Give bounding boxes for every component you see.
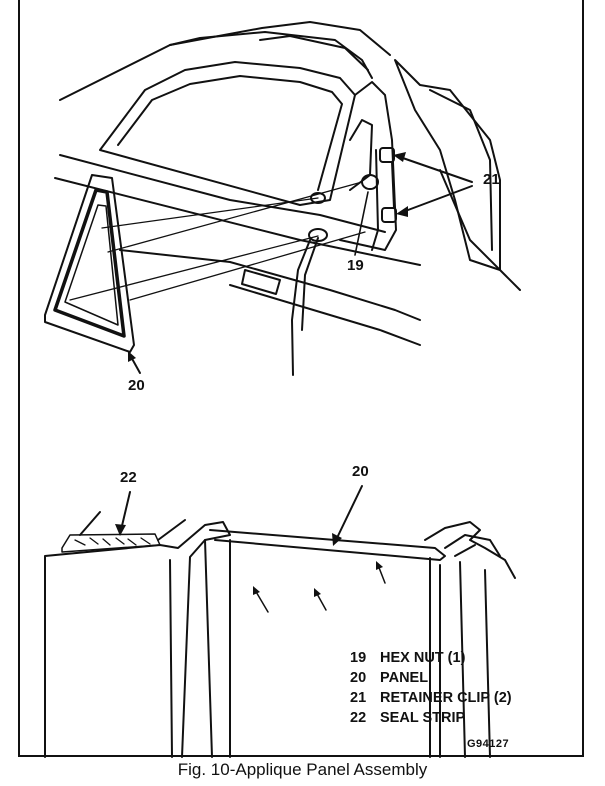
right-clip-2 [444,534,501,557]
roof-inner [259,35,369,71]
wire [291,239,311,376]
leader-20-bottom [335,485,363,541]
callout-20-top: 20 [128,377,145,394]
pillar-section [44,521,231,758]
quarter-window-inner [429,89,493,251]
right-body [439,561,491,758]
callout-22: 22 [120,469,137,486]
applique-panel-section [209,529,446,561]
parts-legend: 19 HEX NUT (1) 20 PANEL 21 RETAINER CLIP (2… [350,648,512,728]
clip-bracket [371,149,395,251]
mount-hole-lower [308,228,328,242]
legend-num: 22 [350,710,367,726]
legend-num: 20 [350,670,367,686]
legend-label: RETAINER CLIP (2) [380,690,512,706]
wire-2 [301,237,319,331]
panel-seal-inner [64,204,119,326]
sill-line [119,249,421,321]
callout-20-bottom: 20 [352,463,369,480]
glass-hatch-heads [253,561,383,597]
legend-num: 21 [350,690,367,706]
panel-seal [53,188,126,338]
callout-19: 19 [347,257,364,274]
door-handle [241,269,281,295]
pillar-face [169,539,213,758]
leader-heads-bottom [115,524,342,546]
legend-label: PANEL [380,670,429,686]
legend-row: 22 SEAL STRIP [350,708,512,728]
legend-row: 19 HEX NUT (1) [350,648,512,668]
rear-contour [439,169,521,291]
seal-strip-texture [74,537,151,546]
pillar-outer [339,81,397,251]
retainer-clip-lower [381,207,397,223]
roof-rail [169,31,373,79]
drawing-code: G94127 [467,738,510,750]
alignment-lines [69,181,366,301]
legend-row: 20 PANEL [350,668,512,688]
seal-lip [79,511,186,541]
belt-line [59,154,386,233]
mount-hole-upper [310,192,326,204]
legend-label: HEX NUT (1) [380,650,466,666]
callout-21: 21 [483,171,500,188]
window-inner [117,75,343,191]
arrow-heads [128,152,408,362]
applique-panel [44,174,135,353]
figure-caption: Fig. 10-Applique Panel Assembly [177,760,428,779]
panel-edge [229,539,431,758]
figure-frame [18,0,584,757]
lower-line [229,284,421,346]
roof-line [59,21,391,101]
legend-label: SEAL STRIP [380,710,466,726]
right-clip [424,521,516,579]
leader-22 [120,491,131,531]
glass-hatch [254,564,386,613]
nut-leader [354,191,369,256]
legend-row: 21 RETAINER CLIP (2) [350,688,512,708]
legend-num: 19 [350,650,367,666]
